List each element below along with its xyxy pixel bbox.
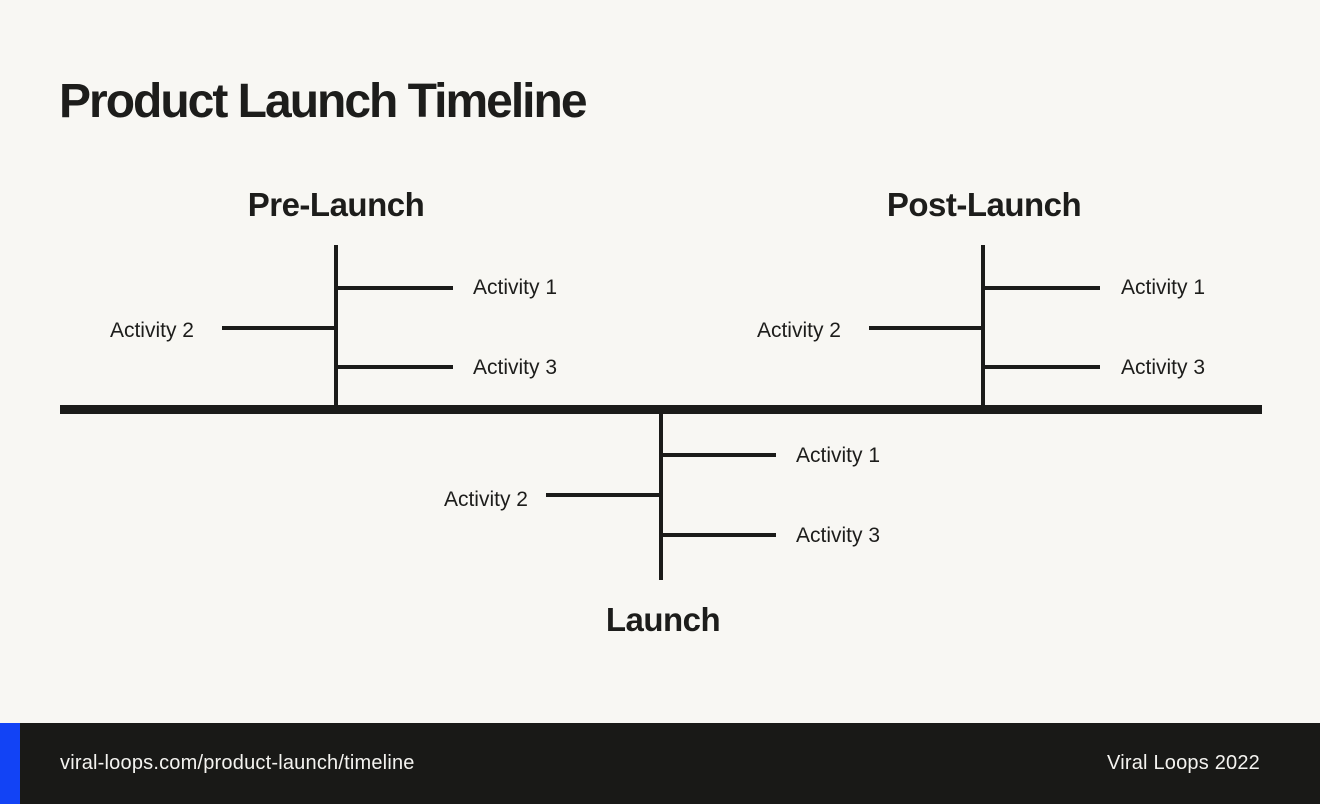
footer-accent-bar	[0, 723, 20, 804]
phase-heading: Post-Launch	[886, 186, 1082, 223]
activity-branch-line	[336, 365, 453, 369]
phase-stem-line	[981, 245, 985, 405]
activity-label: Activity 3	[796, 524, 881, 547]
activity-label: Activity 1	[796, 444, 881, 467]
activity-label: Activity 3	[473, 356, 558, 379]
phase-stem-line	[334, 245, 338, 405]
activity-branch-line	[983, 286, 1100, 290]
timeline-axis	[60, 405, 1262, 414]
activity-label: Activity 2	[109, 319, 194, 342]
activity-label: Activity 2	[756, 319, 841, 342]
page-title: Product Launch Timeline	[59, 75, 588, 129]
phase-stem-line	[659, 414, 663, 580]
activity-label: Activity 1	[473, 276, 558, 299]
activity-branch-line	[222, 326, 335, 330]
activity-branch-line	[869, 326, 982, 330]
activity-branch-line	[661, 533, 776, 537]
footer: viral-loops.com/product-launch/timeline …	[0, 723, 1320, 804]
activity-label: Activity 1	[1121, 276, 1206, 299]
activity-branch-line	[546, 493, 660, 497]
phase-heading: Launch	[605, 601, 721, 638]
footer-credit: Viral Loops 2022	[1107, 752, 1260, 774]
footer-url: viral-loops.com/product-launch/timeline	[60, 752, 415, 774]
activity-label: Activity 2	[443, 488, 528, 511]
activity-branch-line	[983, 365, 1100, 369]
activity-branch-line	[336, 286, 453, 290]
activity-branch-line	[661, 453, 776, 457]
activity-label: Activity 3	[1121, 356, 1206, 379]
phase-heading: Pre-Launch	[247, 186, 425, 223]
